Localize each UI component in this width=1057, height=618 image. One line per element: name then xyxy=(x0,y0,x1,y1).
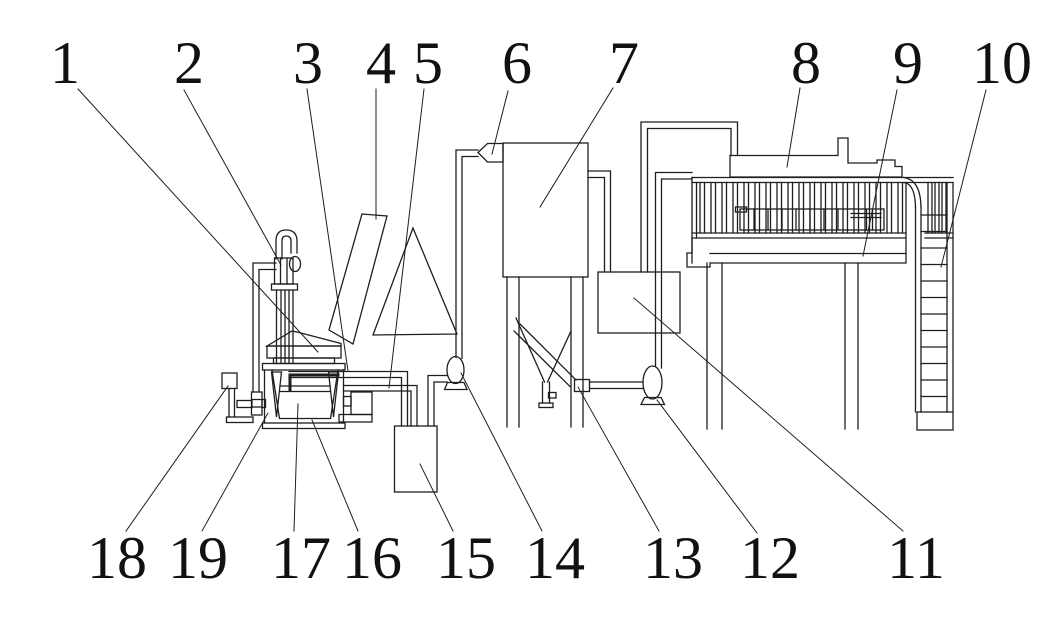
press-column xyxy=(270,283,299,364)
press-machine xyxy=(221,229,373,430)
right-pump-base xyxy=(639,396,666,406)
part-label-19: 19 xyxy=(168,525,228,591)
base-right-motor xyxy=(338,391,373,423)
leader-line-8 xyxy=(786,87,801,168)
leader-line-11 xyxy=(633,297,904,532)
leader-line-18 xyxy=(125,385,229,532)
outlet-pipes xyxy=(288,370,448,427)
leader-line-1 xyxy=(77,88,319,353)
part-label-14: 14 xyxy=(525,525,585,591)
part-label-7: 7 xyxy=(609,30,639,96)
leader-line-17 xyxy=(293,403,299,532)
part-label-4: 4 xyxy=(366,30,396,96)
leader-line-10 xyxy=(940,89,987,268)
part-label-13: 13 xyxy=(643,525,703,591)
roof-cover xyxy=(729,137,903,178)
leader-line-2 xyxy=(183,89,282,266)
leader-line-14 xyxy=(460,372,543,532)
platform-body xyxy=(686,181,907,268)
support-triangle xyxy=(372,226,458,336)
ladder-rungs xyxy=(920,214,948,398)
left-pump-base xyxy=(443,381,468,391)
press-base xyxy=(261,362,346,430)
leader-line-13 xyxy=(577,386,660,532)
faucet-knob xyxy=(288,255,302,273)
part-label-8: 8 xyxy=(791,30,821,96)
part-label-15: 15 xyxy=(436,525,496,591)
riser-pipe-to-tank xyxy=(455,149,479,360)
left-pump xyxy=(443,355,468,391)
outlet-pipe-upper xyxy=(288,370,409,427)
tank-inlet-nozzle xyxy=(477,142,504,163)
inclined-plate xyxy=(328,213,388,345)
outlet-pipe-bold-elbow xyxy=(288,373,340,392)
platform-legs xyxy=(706,262,859,430)
right-pump xyxy=(639,171,693,406)
inner-tub xyxy=(271,369,339,420)
part-label-5: 5 xyxy=(413,30,443,96)
faucet-down-pipe xyxy=(252,262,277,393)
part-label-6: 6 xyxy=(502,30,532,96)
part-label-16: 16 xyxy=(342,525,402,591)
leader-line-7 xyxy=(539,87,614,208)
press-hood xyxy=(264,330,342,365)
ladder-foot-box xyxy=(916,411,954,431)
gooseneck-inner xyxy=(281,235,292,260)
outlet-pipe-lower xyxy=(342,384,418,427)
tank-discharge xyxy=(513,317,644,409)
gooseneck-faucet xyxy=(273,229,302,285)
part-label-12: 12 xyxy=(740,525,800,591)
mixing-tank xyxy=(477,142,589,428)
leader-line-3 xyxy=(306,88,349,372)
pump14-suction-pipe xyxy=(427,374,448,427)
leader-line-19 xyxy=(201,412,269,532)
u-pipe xyxy=(640,121,739,273)
drain-flange xyxy=(538,402,554,409)
part-label-17: 17 xyxy=(271,525,331,591)
side-motor-box xyxy=(221,372,238,390)
gooseneck-outer xyxy=(275,229,298,260)
part-label-10: 10 xyxy=(972,30,1032,96)
part-label-2: 2 xyxy=(174,30,204,96)
leader-line-16 xyxy=(311,419,359,532)
side-link xyxy=(236,399,253,409)
base-drain-valve xyxy=(250,391,263,416)
part-label-11: 11 xyxy=(887,525,945,591)
ladder xyxy=(903,176,954,431)
side-motor-assembly xyxy=(221,372,267,424)
tank-side-pipe xyxy=(587,170,612,273)
leader-line-9 xyxy=(862,89,898,257)
base-top-band xyxy=(261,362,346,371)
leader-line-12 xyxy=(656,399,758,534)
pipe-reducer xyxy=(573,378,591,393)
hopper-box xyxy=(587,121,739,334)
ladder-curve xyxy=(903,176,922,208)
platform-structure xyxy=(686,137,954,430)
side-base-plate xyxy=(225,416,254,424)
leader-line-6 xyxy=(491,90,509,155)
railing-balusters xyxy=(699,181,947,234)
collection-box xyxy=(393,425,438,493)
part-label-3: 3 xyxy=(293,30,323,96)
left-cone xyxy=(270,371,283,418)
platform-trough xyxy=(734,206,885,231)
part-label-18: 18 xyxy=(87,525,147,591)
leader-line-5 xyxy=(388,88,425,389)
leader-line-15 xyxy=(419,463,454,532)
part-label-1: 1 xyxy=(50,30,80,96)
base-bottom xyxy=(261,422,346,430)
discharge-elbow xyxy=(519,323,577,381)
drain-handle xyxy=(547,391,557,399)
column-flange xyxy=(270,283,299,291)
part-label-9: 9 xyxy=(893,30,923,96)
